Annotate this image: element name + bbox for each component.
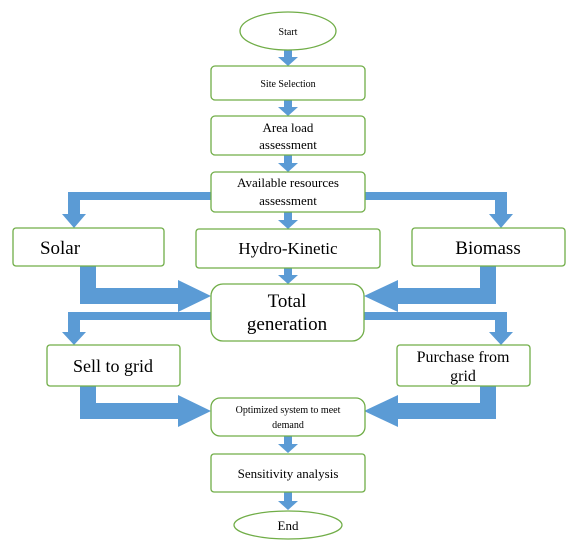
sell-to-grid-node: Sell to grid [46, 344, 181, 387]
arrow-resources-to-biomass [364, 192, 513, 228]
biomass-node: Biomass [411, 227, 566, 267]
arrow-start-to-site [278, 49, 298, 66]
arrow-sensitivity-to-end [278, 492, 298, 510]
start-label: Start [279, 27, 298, 38]
area-load-label-line2: assessment [259, 137, 317, 152]
optimized-system-node: Optimized system to meet demand [210, 397, 366, 437]
sensitivity-analysis-label: Sensitivity analysis [238, 466, 339, 481]
arrow-resources-to-solar [62, 192, 211, 228]
solar-label: Solar [40, 238, 81, 259]
purchase-from-grid-label-line1: Purchase from [417, 349, 510, 366]
end-label: End [278, 518, 299, 533]
area-load-label-line1: Area load [263, 120, 314, 135]
arrow-area-to-resources [278, 155, 298, 172]
end-node: End [233, 510, 343, 540]
arrow-hydro-to-total [278, 268, 298, 284]
start-node: Start [239, 11, 337, 51]
sensitivity-analysis-node: Sensitivity analysis [210, 453, 366, 493]
site-selection-node: Site Selection [210, 65, 366, 101]
total-generation-label-line2: generation [247, 314, 328, 335]
purchase-from-grid-label-line2: grid [450, 368, 476, 385]
sell-to-grid-label: Sell to grid [73, 356, 153, 376]
arrow-solar-to-total [80, 266, 211, 312]
optimized-system-label-line1: Optimized system to meet [236, 405, 341, 416]
arrow-total-to-purchase [364, 312, 513, 345]
arrow-resources-to-hydro [278, 212, 298, 229]
area-load-node: Area load assessment [210, 115, 366, 156]
biomass-label: Biomass [455, 238, 520, 259]
arrow-site-to-area [278, 100, 298, 116]
arrow-biomass-to-total [364, 266, 496, 312]
arrow-total-to-sell [62, 312, 211, 345]
purchase-from-grid-node: Purchase from grid [396, 344, 531, 387]
total-generation-label-line1: Total [268, 291, 307, 312]
site-selection-label: Site Selection [260, 79, 315, 90]
arrow-purchase-to-optimized [364, 386, 496, 427]
available-resources-label-line2: assessment [259, 193, 317, 208]
arrows [62, 49, 513, 510]
arrow-sell-to-optimized [80, 386, 211, 427]
hydro-kinetic-node: Hydro-Kinetic [195, 228, 381, 269]
available-resources-label-line1: Available resources [237, 175, 339, 190]
available-resources-node: Available resources assessment [210, 171, 366, 213]
solar-node: Solar [12, 227, 165, 267]
arrow-optimized-to-sensitivity [278, 436, 298, 453]
total-generation-node: Total generation [210, 283, 365, 342]
hydro-kinetic-label: Hydro-Kinetic [238, 239, 338, 258]
optimized-system-label-line2: demand [272, 420, 304, 431]
